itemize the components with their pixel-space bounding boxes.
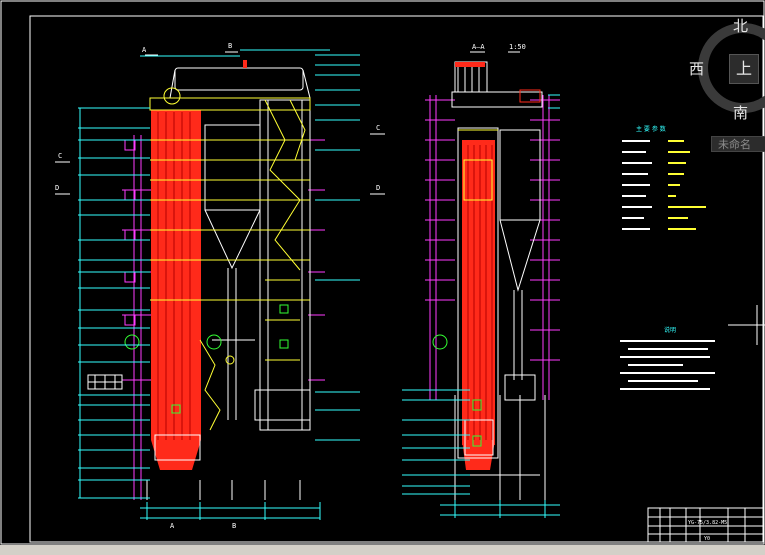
furnace-body-section <box>462 140 495 445</box>
drawing-code: YG-75/3.82-M5 <box>688 520 727 526</box>
svg-text:C: C <box>58 152 62 160</box>
section-a-view: A—A 1:50 <box>402 43 560 518</box>
svg-text:B: B <box>228 42 232 50</box>
spec-title: 主 要 参 数 <box>636 125 666 133</box>
compass-west[interactable]: 西 <box>689 60 705 78</box>
left-elevation-view: A B C D C D A B <box>55 42 385 530</box>
viewcube-ring <box>698 23 765 113</box>
spec-table: 主 要 参 数 <box>622 125 706 230</box>
section-label: A—A <box>472 43 485 51</box>
named-view-menu[interactable]: 未命名 <box>711 136 765 152</box>
section-scale: 1:50 <box>509 43 526 51</box>
crosshair-cursor <box>728 305 765 345</box>
furnace-body-left <box>151 110 201 440</box>
svg-text:B: B <box>232 522 236 530</box>
svg-text:D: D <box>55 184 59 192</box>
notes-title: 说明 <box>664 326 676 334</box>
sheet-inner-frame <box>29 15 764 543</box>
compass-south[interactable]: 南 <box>733 104 749 122</box>
viewcube[interactable]: 北 西 上 南 <box>689 10 765 130</box>
sheet-code: Y0 <box>704 536 710 542</box>
svg-text:A: A <box>142 46 147 54</box>
bottom-status-strip <box>0 545 765 555</box>
viewcube-top-face[interactable]: 上 <box>729 54 759 84</box>
title-block <box>647 507 764 543</box>
notes-block: 说明 <box>620 326 715 390</box>
svg-text:D: D <box>376 184 380 192</box>
compass-north[interactable]: 北 <box>733 17 749 35</box>
svg-text:C: C <box>376 124 380 132</box>
svg-text:A: A <box>170 522 175 530</box>
